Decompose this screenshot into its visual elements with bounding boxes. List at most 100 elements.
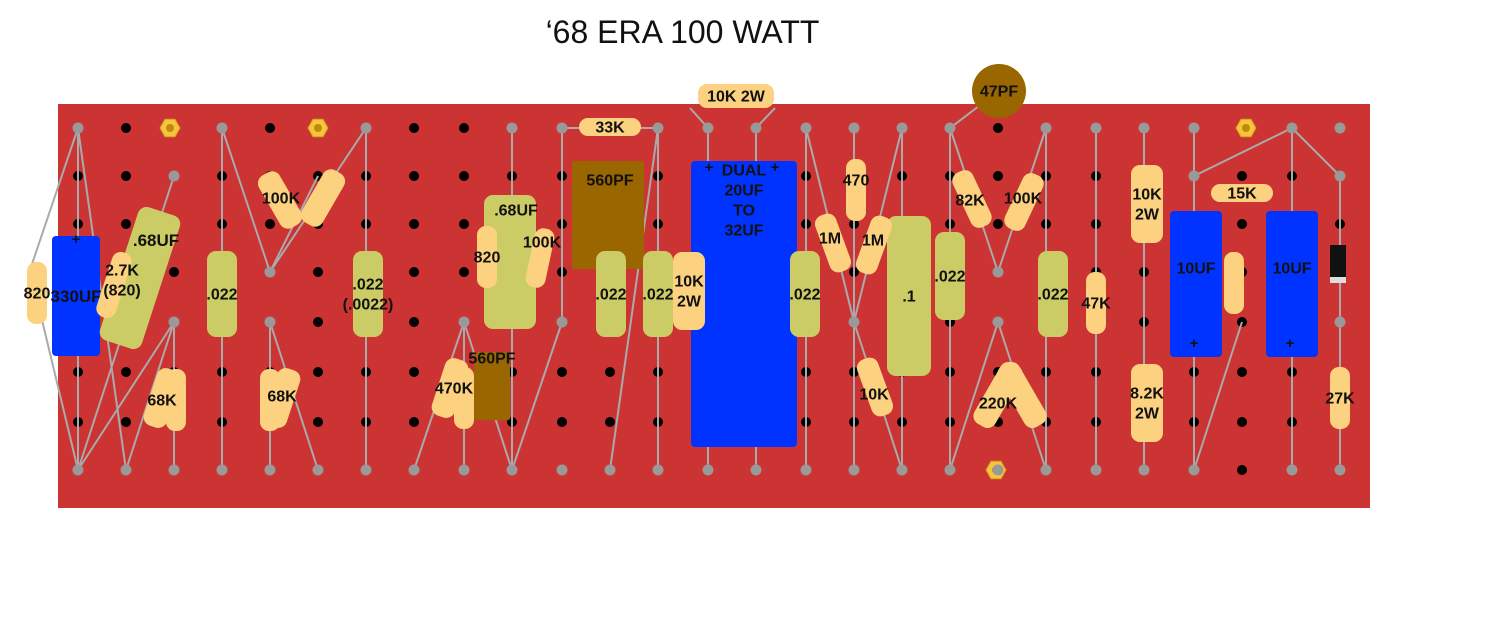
turret-eyelet <box>458 316 470 328</box>
board-hole <box>993 219 1003 229</box>
resistor-r82k: 82K <box>952 170 992 228</box>
capacitor-c330: +330UF <box>50 231 102 356</box>
component-label: 33K <box>595 120 625 137</box>
component-lead <box>221 127 271 273</box>
turret-eyelet <box>1040 464 1052 476</box>
board-hole <box>265 123 275 133</box>
resistor-r27extra <box>1224 252 1244 314</box>
component-label: 82K <box>955 193 985 210</box>
board-hole <box>993 123 1003 133</box>
component-label: 10UF <box>1272 261 1311 278</box>
resistor-r470k: 470K <box>431 358 474 418</box>
component-label: .022 <box>595 287 626 304</box>
component-lead <box>1291 127 1341 177</box>
turret-eyelet <box>1334 170 1346 182</box>
component-label: 47K <box>1081 296 1111 313</box>
turret-eyelet <box>1138 464 1150 476</box>
capacitor-c022c: .022 <box>595 251 627 337</box>
board-hole <box>1237 367 1247 377</box>
board-hole <box>409 123 419 133</box>
board-hole <box>313 267 323 277</box>
resistor-r1ma: 1M <box>814 213 852 273</box>
board-hole <box>169 267 179 277</box>
turret-eyelet <box>1334 464 1346 476</box>
capacitor-c1: .1 <box>887 216 931 376</box>
board-hole <box>459 123 469 133</box>
turret-eyelet <box>168 170 180 182</box>
board-hole <box>1237 417 1247 427</box>
turret-eyelet <box>168 316 180 328</box>
component-label: 820 <box>474 250 501 267</box>
component-label: 560PF <box>586 173 633 190</box>
polarity-mark: + <box>705 159 714 176</box>
component-label: .1 <box>902 289 915 306</box>
turret-eyelet <box>408 464 420 476</box>
turret-eyelet <box>458 464 470 476</box>
turret-eyelet <box>1334 122 1346 134</box>
component-label: 820 <box>24 286 51 303</box>
component-label: 220K <box>979 396 1018 413</box>
component-lead <box>949 321 999 471</box>
page-title: ‘68 ERA 100 WATT <box>545 14 820 50</box>
capacitor-c68b: .68UF <box>484 195 538 329</box>
polarity-mark: + <box>771 159 780 176</box>
turret-eyelet <box>652 464 664 476</box>
turret-eyelet <box>604 464 616 476</box>
component-label: 15K <box>1227 186 1257 203</box>
component-label: 2.7K(820) <box>103 263 140 300</box>
component-label: 27K <box>1325 391 1355 408</box>
component-label: 330UF <box>50 287 101 306</box>
turret-eyelet <box>1138 122 1150 134</box>
mounting-nut <box>1235 118 1257 138</box>
turret-eyelet <box>800 122 812 134</box>
capacitor-c10a: +10UF <box>1170 211 1222 357</box>
component-label: 100K <box>523 235 562 252</box>
component-lead <box>77 321 175 471</box>
board-hole <box>265 219 275 229</box>
board-hole <box>409 367 419 377</box>
resistor-r820b: 820 <box>474 226 501 288</box>
turret-eyelet <box>312 464 324 476</box>
board-hole <box>605 417 615 427</box>
resistor-r68b: 68K <box>263 368 301 428</box>
turret-eyelet <box>506 464 518 476</box>
turret-eyelet <box>848 316 860 328</box>
turret-eyelet <box>556 316 568 328</box>
capacitor-c022f: .022 <box>934 232 966 320</box>
board-hole <box>1237 219 1247 229</box>
resistor-r220k: 220K <box>973 361 1023 429</box>
board-hole <box>409 317 419 327</box>
turret-eyelet <box>1188 170 1200 182</box>
resistor-r10k: 10K <box>856 357 894 417</box>
board-hole <box>409 267 419 277</box>
component-label: 470 <box>843 173 870 190</box>
component-label: 1M <box>819 231 841 248</box>
resistor-r320 <box>300 169 346 227</box>
component-label: 560PF <box>468 351 515 368</box>
component-label: 100K <box>1004 191 1043 208</box>
polarity-mark: + <box>72 231 81 248</box>
capacitor-c022b: .022(.0022) <box>343 251 394 337</box>
board-hole <box>121 367 131 377</box>
turret-eyelet <box>1334 316 1346 328</box>
mounting-nut <box>159 118 181 138</box>
board-hole <box>121 417 131 427</box>
board-hole <box>605 367 615 377</box>
resistor-r100c: 100K <box>1004 173 1044 231</box>
capacitor-c10b: +10UF <box>1266 211 1318 357</box>
component-label: 1M <box>862 233 884 250</box>
board-hole <box>1237 465 1247 475</box>
board-hole <box>459 171 469 181</box>
resistor-r68a: 68K <box>143 368 181 428</box>
turret-eyelet <box>702 122 714 134</box>
capacitor-c560a: 560PF <box>572 161 644 269</box>
resistor-r33k: 33K <box>579 118 641 137</box>
board-hole <box>313 317 323 327</box>
component-label: .022(.0022) <box>343 277 394 314</box>
board-hole <box>993 171 1003 181</box>
turret-eyelet <box>360 464 372 476</box>
